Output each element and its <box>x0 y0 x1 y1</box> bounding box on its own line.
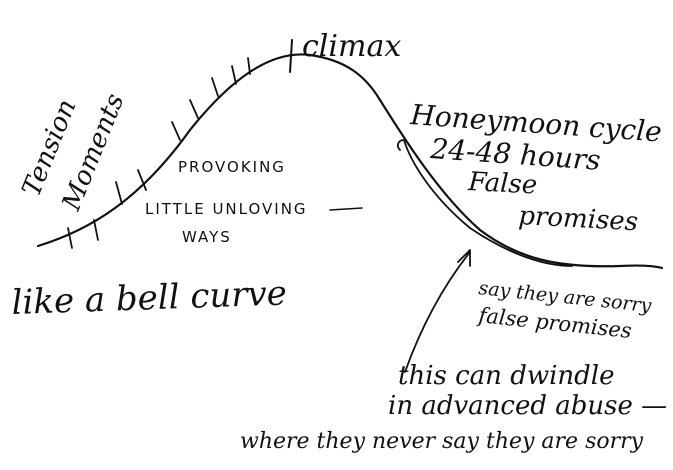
tension-tick-marks <box>67 39 293 249</box>
tick-mark <box>137 169 147 191</box>
tick-mark <box>93 219 99 241</box>
tick-mark <box>247 57 251 75</box>
dwindle-label-line1: this can dwindle <box>398 361 615 391</box>
arrow-shaft <box>404 251 471 373</box>
false-promises-label-line1: False <box>467 167 538 201</box>
false-promises-label-line2: promises <box>518 201 639 237</box>
tick-mark <box>171 121 181 141</box>
tick-mark <box>211 77 219 97</box>
tick-mark <box>67 227 73 249</box>
honeymoon-bracket <box>397 139 573 267</box>
tick-mark <box>115 181 123 205</box>
little-unloving-underline <box>329 207 363 211</box>
bell-curve-label: like a bell curve <box>11 273 288 323</box>
little-unloving-label: LITTLE UNLOVING <box>145 200 308 218</box>
arrow-head <box>457 249 471 267</box>
ways-label: WAYS <box>182 228 232 246</box>
bell-curve-line <box>36 53 664 270</box>
tick-mark <box>231 65 237 85</box>
dwindle-label-line2: in advanced abuse — <box>388 391 667 421</box>
dwindle-label-line3: where they never say they are sorry <box>240 429 644 454</box>
tick-mark <box>189 99 199 119</box>
climax-label: climax <box>302 29 401 64</box>
tick-mark <box>289 39 293 73</box>
provoking-label: PROVOKING <box>178 158 286 176</box>
